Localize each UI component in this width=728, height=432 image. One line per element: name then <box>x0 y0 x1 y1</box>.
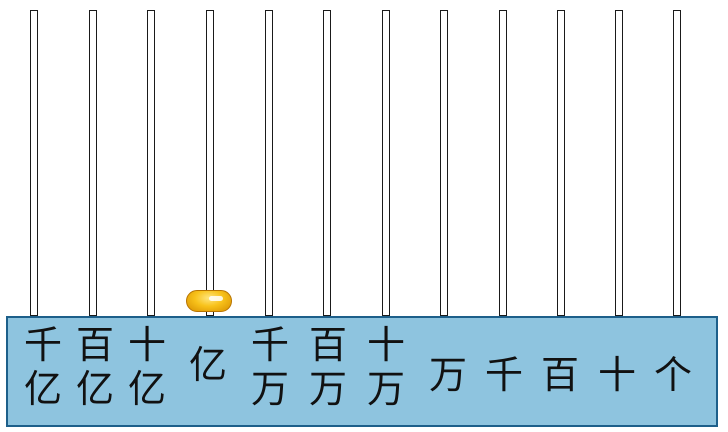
label-ge: 个 <box>651 348 695 408</box>
label-char: 亿 <box>188 343 227 387</box>
label-char: 百 <box>540 353 579 397</box>
label-char: 万 <box>366 367 405 411</box>
rod-2 <box>89 10 97 316</box>
rod-11 <box>615 10 623 316</box>
label-char: 百 <box>308 323 347 367</box>
label-char: 千 <box>484 353 523 397</box>
label-char: 万 <box>308 367 347 411</box>
rod-4 <box>206 10 214 316</box>
rod-5 <box>265 10 273 316</box>
label-char: 亿 <box>127 367 166 411</box>
label-bai: 百 <box>538 348 582 408</box>
label-char: 十 <box>597 353 636 397</box>
label-char: 万 <box>428 353 467 397</box>
rod-12 <box>673 10 681 316</box>
label-char: 十 <box>366 323 405 367</box>
rod-3 <box>147 10 155 316</box>
rod-10 <box>557 10 565 316</box>
label-shi-wan: 十 万 <box>364 320 408 420</box>
label-char: 个 <box>653 353 692 397</box>
rod-6 <box>323 10 331 316</box>
label-char: 千 <box>23 323 62 367</box>
label-shi: 十 <box>595 348 639 408</box>
label-shi-yi: 十 亿 <box>125 320 169 420</box>
label-wan: 万 <box>426 348 470 408</box>
rod-8 <box>440 10 448 316</box>
place-value-board: 千 亿 百 亿 十 亿 亿 千 万 百 万 十 万 万 千 百 十 个 <box>6 316 718 427</box>
label-char: 亿 <box>75 367 114 411</box>
label-char: 万 <box>250 367 289 411</box>
rod-1 <box>30 10 38 316</box>
abacus-frame <box>30 10 681 316</box>
label-bai-yi: 百 亿 <box>73 320 117 420</box>
label-qian-yi: 千 亿 <box>21 320 65 420</box>
rod-7 <box>382 10 390 316</box>
rod-9 <box>499 10 507 316</box>
label-char: 亿 <box>23 367 62 411</box>
label-char: 百 <box>75 323 114 367</box>
label-char: 千 <box>250 323 289 367</box>
label-bai-wan: 百 万 <box>306 320 350 420</box>
label-qian-wan: 千 万 <box>248 320 292 420</box>
abacus-bead[interactable] <box>186 290 232 312</box>
label-char: 十 <box>127 323 166 367</box>
label-yi: 亿 <box>186 338 230 398</box>
label-qian: 千 <box>482 348 526 408</box>
